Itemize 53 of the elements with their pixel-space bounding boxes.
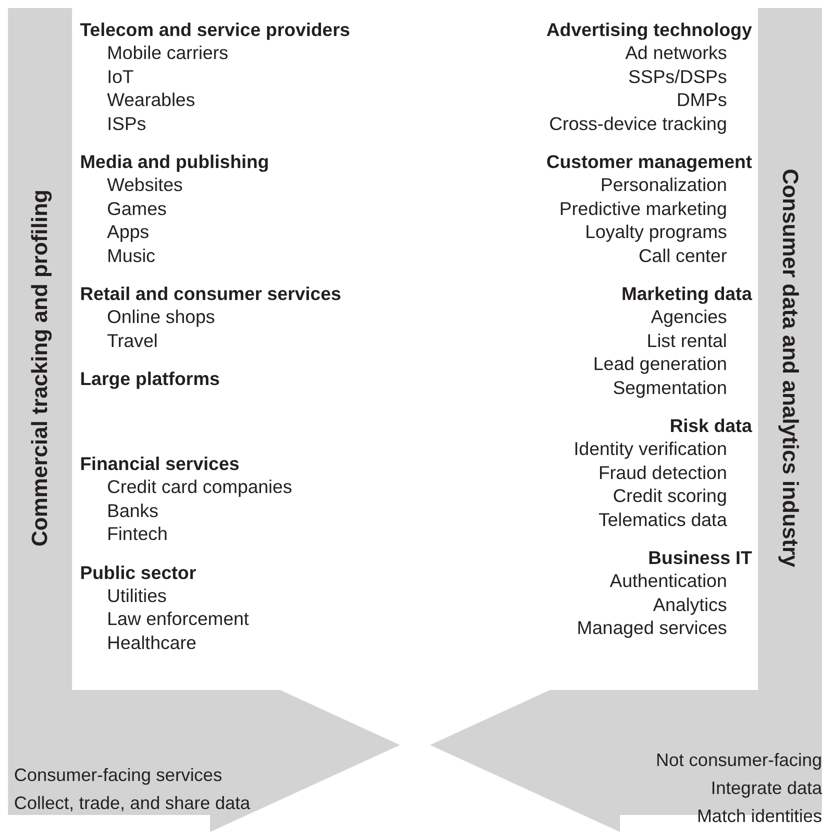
- category-heading: Large platforms: [80, 367, 220, 390]
- list-item: Apps: [107, 220, 150, 244]
- list-item: Mobile carriers: [107, 41, 228, 64]
- list-item: Personalization: [600, 173, 727, 196]
- category-heading: Telecom and service providers: [80, 18, 350, 41]
- list-item: Wearables: [107, 88, 196, 112]
- list-item: DMPs: [676, 88, 727, 112]
- list-item: Banks: [107, 498, 158, 522]
- list-item: Lead generation: [593, 352, 727, 376]
- list-item: Telematics data: [598, 508, 727, 531]
- list-item: Travel: [107, 328, 158, 352]
- list-item: Cross-device tracking: [549, 112, 727, 135]
- list-item: Healthcare: [107, 630, 196, 654]
- category-heading: Public sector: [80, 560, 196, 584]
- arrow-text: Match identities: [696, 806, 822, 827]
- category-heading: Media and publishing: [80, 150, 270, 173]
- list-item: SSPs/DSPs: [628, 64, 727, 88]
- arrow-text: Not consumer-facing: [656, 750, 822, 771]
- list-item: Credit card companies: [107, 475, 292, 498]
- category-heading: Retail and consumer services: [80, 282, 342, 305]
- list-item: Agencies: [650, 305, 727, 328]
- arrow-text: Collect, trade, and share data: [14, 793, 250, 814]
- list-item: Predictive marketing: [559, 196, 727, 220]
- list-item: Utilities: [107, 584, 167, 607]
- vertical-title: Consumer data and analytics industry: [777, 168, 803, 568]
- list-item: List rental: [646, 328, 727, 352]
- list-item: Managed services: [576, 616, 727, 640]
- list-item: Games: [107, 196, 167, 220]
- list-item: Call center: [638, 244, 727, 267]
- list-item: Analytics: [652, 592, 727, 616]
- list-item: Fraud detection: [598, 460, 727, 484]
- list-item: Authentication: [610, 569, 727, 592]
- list-item: Loyalty programs: [585, 220, 727, 244]
- list-item: IoT: [107, 64, 134, 88]
- category-heading: Marketing data: [621, 282, 752, 305]
- list-item: Segmentation: [612, 376, 727, 399]
- category-heading: Risk data: [670, 414, 752, 437]
- list-item: Websites: [107, 173, 183, 196]
- category-heading: Financial services: [80, 452, 240, 475]
- vertical-title: Commercial tracking and profiling: [27, 190, 53, 546]
- list-item: Ad networks: [625, 41, 727, 64]
- list-item: Identity verification: [574, 437, 727, 460]
- category-heading: Business IT: [648, 546, 752, 569]
- arrow-text: Consumer-facing services: [14, 765, 222, 786]
- list-item: Online shops: [107, 305, 215, 328]
- category-heading: Advertising technology: [546, 18, 752, 41]
- list-item: Credit scoring: [612, 484, 727, 508]
- list-item: ISPs: [107, 112, 146, 135]
- list-item: Music: [107, 244, 156, 267]
- category-heading: Customer management: [546, 150, 752, 173]
- list-item: Fintech: [107, 522, 168, 546]
- arrow-text: Integrate data: [710, 778, 822, 799]
- list-item: Law enforcement: [107, 607, 249, 630]
